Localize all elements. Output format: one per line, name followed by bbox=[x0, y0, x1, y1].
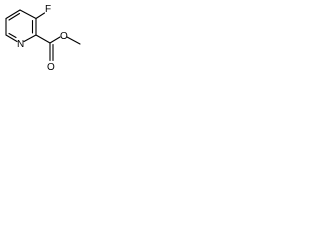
bond-n1-c2 bbox=[23, 34, 37, 43]
bond-c6-n1-inner bbox=[8, 32, 17, 39]
bond-c2-carbonyl-carbon bbox=[35, 34, 51, 44]
bond-carbonyl-ester-oxygen bbox=[49, 36, 61, 44]
bond-c6-n1 bbox=[5, 34, 18, 43]
bond-ester-oxygen-methyl bbox=[66, 36, 81, 45]
carbonyl-oxygen-label: O bbox=[47, 62, 55, 73]
bond-c3-c4 bbox=[19, 9, 37, 20]
fluorine-label: F bbox=[45, 4, 51, 15]
substituent-bonds bbox=[35, 12, 81, 62]
pyridine-ring bbox=[5, 9, 37, 43]
bond-c3-fluorine bbox=[35, 12, 46, 20]
ring-nitrogen-label: N bbox=[17, 39, 24, 50]
chemical-structure: F N O O bbox=[5, 4, 81, 73]
ester-oxygen-label: O bbox=[60, 31, 68, 42]
atom-labels: F N O O bbox=[17, 4, 68, 73]
bond-c4-c5-inner bbox=[8, 12, 21, 21]
bond-c4-c5 bbox=[5, 9, 21, 20]
